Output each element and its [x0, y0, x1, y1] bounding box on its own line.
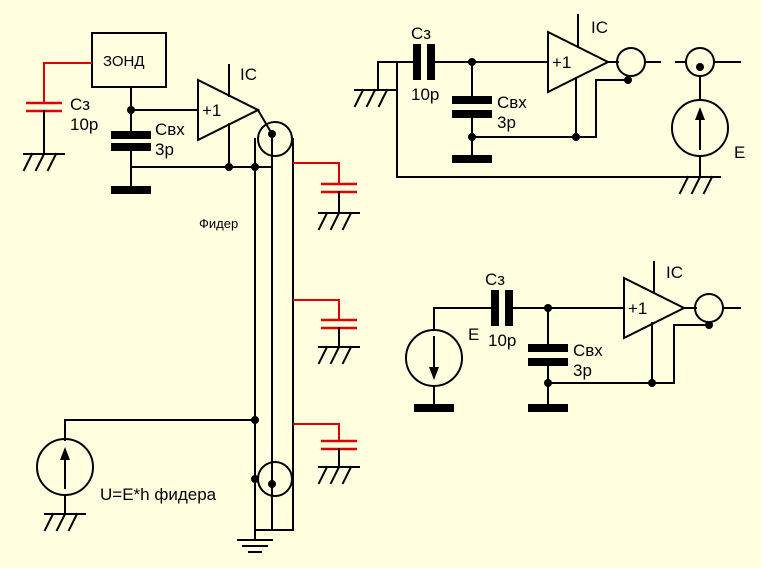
output-connector-b: [616, 47, 646, 77]
amplifier-c: +1 IC: [623, 261, 687, 384]
amp-gain-b: +1: [552, 53, 571, 72]
amp-name-c: IC: [666, 263, 683, 282]
c-input-name: Cвх: [155, 120, 185, 139]
c-probe-name: Cз: [70, 95, 90, 114]
c-input-name-c: Cвх: [573, 341, 603, 360]
series-capacitor-b: [413, 44, 549, 80]
voltage-source-b: [671, 75, 729, 178]
amplifier-b: +1 IC: [547, 14, 611, 138]
c-input-value-c: 3p: [573, 361, 592, 380]
amp-name: IC: [240, 65, 257, 84]
feeder-parasitic-capacitor-2: [293, 299, 360, 365]
probe-label: ЗОНД: [103, 53, 145, 70]
circuit-a: ЗОНД Cз 10p Cвх 3p: [22, 32, 360, 553]
input-capacitor-c: [528, 307, 568, 412]
feeder-parasitic-capacitor-1: [293, 162, 360, 231]
amplifier-a: +1 IC: [197, 64, 261, 142]
amp-name-b: IC: [591, 18, 608, 37]
voltage-source-c: [405, 307, 492, 412]
feeder-label: Фидер: [199, 216, 238, 231]
output-connector-c: [694, 293, 724, 323]
circuit-b: Cз 10p Cвх 3p +1 IC: [353, 14, 745, 195]
input-capacitor-b: [452, 61, 492, 163]
source-connector-b: [685, 47, 715, 77]
series-capacitor-c: [491, 290, 625, 326]
feeder-bottom-connector: [257, 461, 293, 497]
feeder-cable: [254, 138, 294, 531]
feeder-parasitic-capacitor-3: [293, 423, 360, 485]
c-input-name-b: Cвх: [497, 93, 527, 112]
voltage-source-a: [36, 416, 259, 532]
amp-gain: +1: [202, 101, 221, 120]
parasitic-probe-capacitor: [22, 62, 92, 172]
c-probe-name-b: Cз: [411, 24, 431, 43]
c-probe-value-b: 10p: [411, 85, 439, 104]
c-probe-value-c: 10p: [488, 331, 516, 350]
circuit-c: E Cз 10p Cвх 3p +1 IC: [405, 261, 741, 412]
amp-gain-c: +1: [628, 299, 647, 318]
c-input-value-b: 3p: [497, 113, 516, 132]
source-label-c: E: [468, 325, 479, 344]
c-probe-value: 10p: [70, 115, 98, 134]
feeder-top-connector: [257, 121, 293, 157]
c-input-value: 3p: [155, 140, 174, 159]
chassis-ground: [237, 529, 273, 553]
c-probe-name-c: Cз: [485, 270, 505, 289]
source-label-b: E: [734, 143, 745, 162]
source-label: U=E*h фидера: [100, 485, 217, 504]
input-capacitor: [111, 109, 151, 194]
probe-box: [91, 32, 167, 88]
